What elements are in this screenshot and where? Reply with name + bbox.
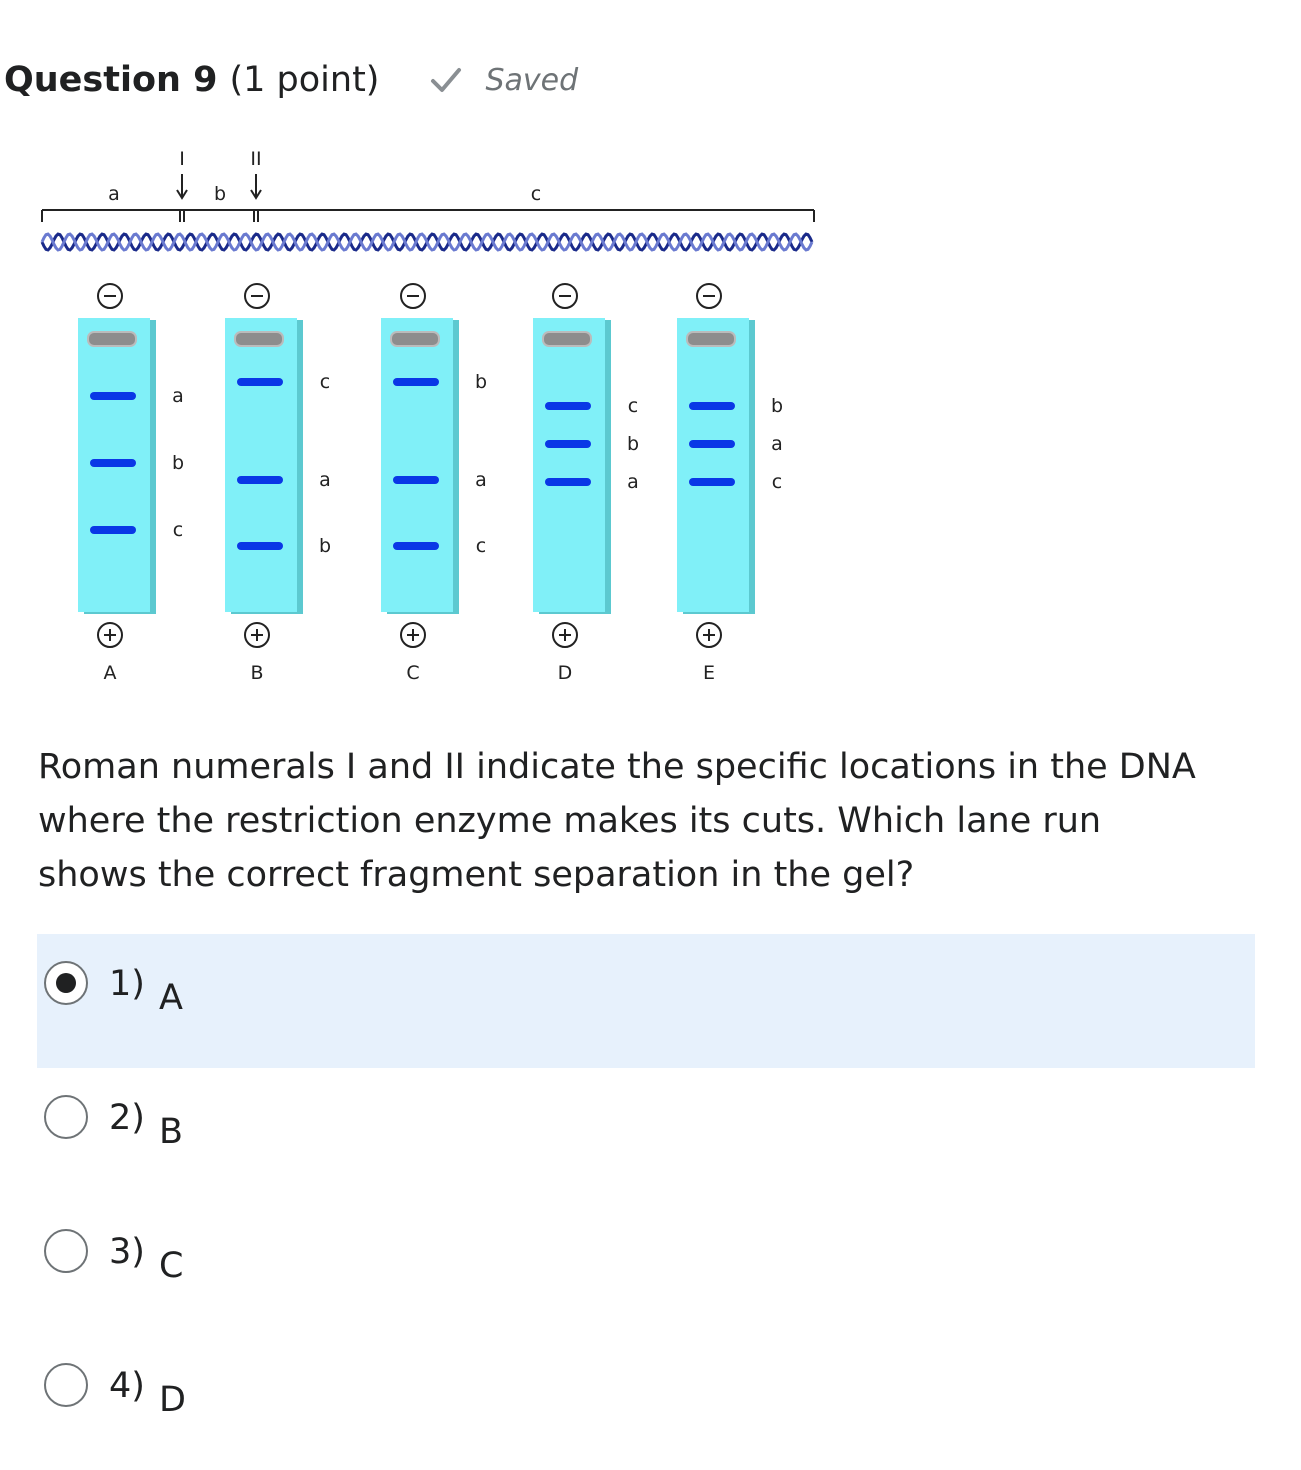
lane-label: C	[406, 662, 419, 684]
band-label: a	[771, 433, 783, 455]
gel-body	[677, 318, 749, 612]
question-stem: Roman numerals I and II indicate the spe…	[38, 747, 1196, 895]
dna-band	[90, 526, 136, 534]
dna-band	[393, 476, 439, 484]
gel-well	[234, 331, 284, 347]
gel-body	[225, 318, 297, 612]
saved-label: Saved	[485, 62, 579, 98]
dna-band	[237, 378, 283, 386]
option-label: A	[159, 978, 183, 1018]
question-header: Question 9 (1 point) Saved	[4, 56, 578, 104]
dna-band	[393, 542, 439, 550]
band-label: b	[627, 433, 639, 455]
option-3[interactable]: 3) C	[37, 1202, 1255, 1336]
band-label: c	[173, 519, 183, 541]
band-label: b	[172, 452, 184, 474]
lane-label: E	[703, 662, 715, 684]
fragment-label-c: c	[531, 183, 541, 205]
dna-band	[689, 402, 735, 410]
radio-button[interactable]	[44, 1363, 88, 1407]
question-title: Question 9	[4, 60, 218, 100]
band-label: c	[628, 395, 638, 417]
gel-lane-c: Cb a c	[381, 283, 487, 684]
radio-dot	[56, 973, 76, 993]
band-label: a	[319, 469, 331, 491]
lane-label: B	[250, 662, 263, 684]
fragment-label-b: b	[214, 183, 226, 205]
option-number: 1)	[109, 964, 145, 1004]
option-number: 2)	[109, 1098, 145, 1138]
radio-button-selected[interactable]	[44, 961, 88, 1005]
site-label-ii: II	[250, 148, 261, 170]
radio-button[interactable]	[44, 1095, 88, 1139]
band-label: c	[476, 535, 486, 557]
dna-band	[545, 402, 591, 410]
save-status: Saved	[429, 63, 578, 98]
option-label: B	[159, 1112, 184, 1152]
band-label: a	[172, 385, 184, 407]
fragment-bracket	[41, 209, 815, 222]
gel-lane-a: Aa b c	[78, 283, 184, 684]
dna-band	[237, 542, 283, 550]
band-label: c	[320, 371, 330, 393]
option-number: 3)	[109, 1232, 145, 1272]
dna-band	[689, 440, 735, 448]
lane-label: D	[558, 662, 573, 684]
option-label: C	[159, 1246, 184, 1286]
fragment-label-a: a	[108, 183, 120, 205]
question-points: (1 point)	[229, 60, 380, 100]
option-number: 4)	[109, 1366, 145, 1406]
band-label: b	[319, 535, 331, 557]
option-4[interactable]: 4) D	[37, 1336, 1255, 1470]
gel-well	[686, 331, 736, 347]
dna-band	[393, 378, 439, 386]
gel-lane-b: Bc a b	[225, 283, 331, 684]
gel-well	[390, 331, 440, 347]
dna-band	[545, 478, 591, 486]
dna-band	[90, 392, 136, 400]
dna-band	[689, 478, 735, 486]
radio-button[interactable]	[44, 1229, 88, 1273]
option-2[interactable]: 2) B	[37, 1068, 1255, 1202]
band-label: b	[475, 371, 487, 393]
checkmark-icon	[431, 68, 462, 92]
band-label: a	[627, 471, 639, 493]
band-label: b	[771, 395, 783, 417]
dna-band	[545, 440, 591, 448]
option-1[interactable]: 1) A	[37, 934, 1255, 1068]
band-label: c	[772, 471, 782, 493]
cut-arrow-icon	[176, 174, 262, 200]
gel-well	[87, 331, 137, 347]
dna-band	[90, 459, 136, 467]
lane-label: A	[104, 662, 117, 684]
option-label: D	[159, 1380, 186, 1420]
site-label-i: I	[179, 148, 185, 170]
answer-options: 1) A 2) B 3) C 4) D	[37, 934, 1255, 1470]
gel-well	[542, 331, 592, 347]
gel-body	[381, 318, 453, 612]
dna-band	[237, 476, 283, 484]
dna-helix-icon	[40, 232, 814, 252]
gel-body	[533, 318, 605, 612]
band-label: a	[475, 469, 487, 491]
